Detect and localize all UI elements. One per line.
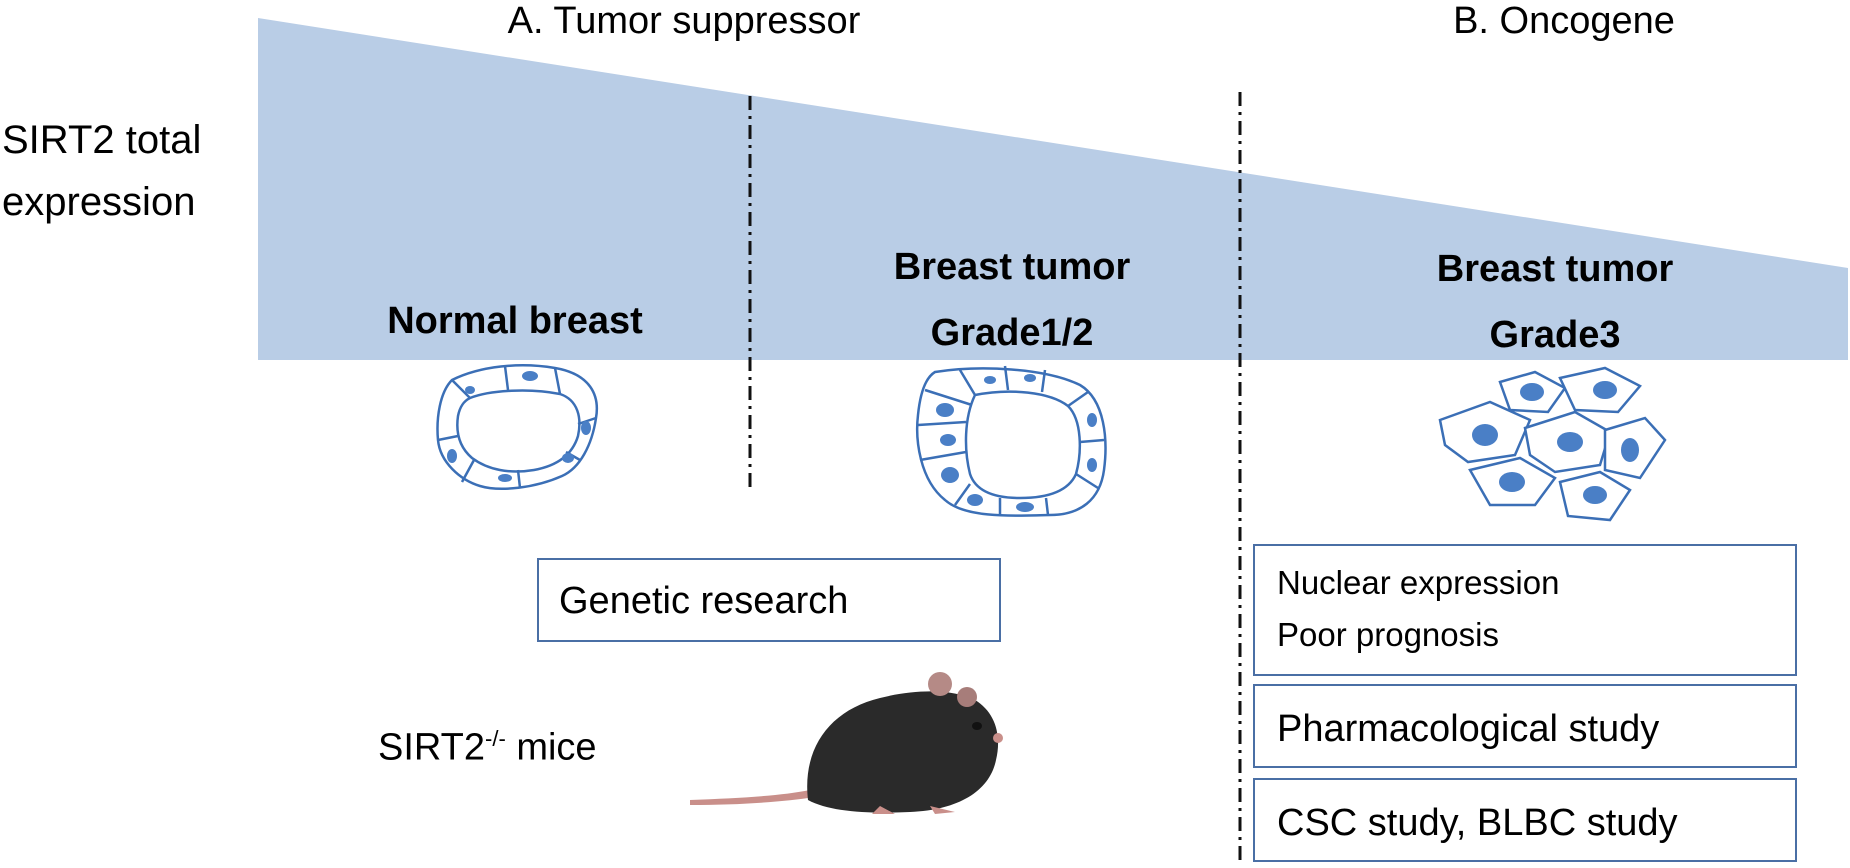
expression-label-line2: expression bbox=[2, 180, 196, 224]
mice-label-prefix: SIRT2 bbox=[378, 726, 486, 769]
normal-breast-label: Normal breast bbox=[387, 300, 643, 342]
poor-prognosis-text: Poor prognosis bbox=[1277, 616, 1499, 653]
csc-blbc-text: CSC study, BLBC study bbox=[1277, 802, 1678, 844]
oncogene-heading: B. Oncogene bbox=[1453, 0, 1675, 42]
expression-label-line1: SIRT2 total bbox=[2, 118, 202, 162]
grade3-label-line1: Breast tumor bbox=[1436, 248, 1674, 290]
grade12-label-line1: Breast tumor bbox=[893, 246, 1131, 288]
genetic-research-text: Genetic research bbox=[559, 580, 849, 622]
mouse-icon bbox=[690, 672, 1003, 814]
nuclear-expression-text: Nuclear expression bbox=[1277, 564, 1560, 601]
pharmacological-study-text: Pharmacological study bbox=[1277, 708, 1660, 750]
genetic-research-box: Genetic research bbox=[537, 558, 1001, 642]
tumor-suppressor-heading: A. Tumor suppressor bbox=[507, 0, 861, 42]
nuclear-expression-box: Nuclear expression Poor prognosis bbox=[1253, 544, 1797, 676]
pharmacological-study-box: Pharmacological study bbox=[1253, 684, 1797, 768]
invasive-cells-icon bbox=[1438, 366, 1667, 522]
normal-duct-icon bbox=[436, 364, 599, 491]
mice-label-suffix: mice bbox=[505, 726, 597, 769]
expression-wedge bbox=[258, 18, 1848, 360]
grade12-label-line2: Grade1/2 bbox=[930, 312, 1094, 354]
tumor-duct-icon bbox=[916, 365, 1107, 517]
mice-label-superscript: -/- bbox=[485, 726, 506, 751]
csc-blbc-box: CSC study, BLBC study bbox=[1253, 778, 1797, 862]
sirt2-mice-label: SIRT2-/- mice bbox=[378, 728, 597, 767]
grade3-label-line2: Grade3 bbox=[1489, 314, 1621, 356]
